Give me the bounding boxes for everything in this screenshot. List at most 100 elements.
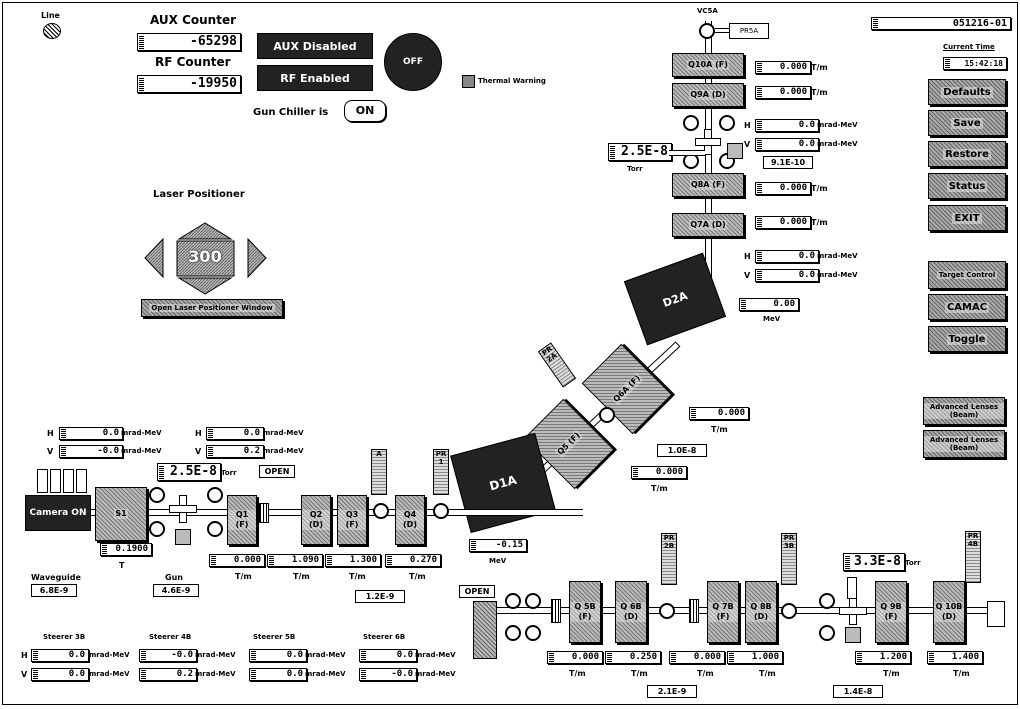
q5b-magnet[interactable]: Q 5B (F): [569, 581, 601, 643]
exit-button[interactable]: EXIT: [928, 205, 1006, 231]
target-control-button[interactable]: Target Control: [928, 261, 1006, 289]
q7b-value[interactable]: 0.000: [669, 651, 725, 664]
steerer-3b-h-value[interactable]: 0.0: [31, 649, 89, 662]
gun-chiller-toggle[interactable]: ON: [344, 100, 386, 122]
d1a-value[interactable]: -0.15: [469, 539, 527, 552]
steer2-h-value[interactable]: 0.0: [206, 427, 264, 440]
status-button[interactable]: Status: [928, 173, 1006, 199]
steerer-3b-h-unit: mrad-MeV: [89, 651, 130, 659]
q6b-value[interactable]: 0.250: [605, 651, 661, 664]
aux-status-button[interactable]: AUX Disabled: [257, 33, 373, 59]
lower-open-valve[interactable]: OPEN: [459, 585, 495, 598]
camera-on-button[interactable]: Camera ON: [25, 495, 91, 531]
steer-v-unit-2: mrad-MeV: [817, 271, 858, 279]
q4-value[interactable]: 0.270: [385, 554, 441, 567]
steerer-4b-h-value[interactable]: -0.0: [139, 649, 197, 662]
restore-button[interactable]: Restore: [928, 141, 1006, 167]
defaults-button[interactable]: Defaults: [928, 79, 1006, 105]
q9a-value[interactable]: 0.000: [755, 86, 811, 99]
pr2a-monitor[interactable]: PR 2A: [537, 342, 577, 388]
laser-arrow-pad[interactable]: [143, 221, 268, 296]
q5-value[interactable]: 0.000: [631, 466, 687, 479]
v-label-l1: V: [47, 447, 54, 456]
pr4b-monitor[interactable]: PR 4B: [965, 531, 981, 583]
q7a-magnet[interactable]: Q7A (D): [672, 213, 744, 237]
steer-h-value-2[interactable]: 0.0: [755, 250, 819, 263]
q9a-magnet[interactable]: Q9A (D): [672, 83, 744, 107]
s1-value[interactable]: 0.1900: [100, 543, 152, 556]
steerer-6b-v-value[interactable]: -0.0: [359, 668, 417, 681]
rf-counter-value: -19950: [137, 75, 241, 93]
top-valve-icon[interactable]: [699, 23, 715, 39]
steer-v-value-1[interactable]: 0.0: [755, 138, 819, 151]
q10a-magnet[interactable]: Q10A (F): [672, 53, 744, 77]
steerer-5b-v-value[interactable]: 0.0: [249, 668, 307, 681]
pr1-monitor[interactable]: PR 1: [433, 449, 449, 495]
pr3b-monitor[interactable]: PR 3B: [781, 533, 797, 585]
q9b-magnet[interactable]: Q 9B (F): [875, 581, 907, 643]
q8b-value[interactable]: 1.000: [727, 651, 783, 664]
steerer-5b-h-value[interactable]: 0.0: [249, 649, 307, 662]
toggle-button[interactable]: Toggle: [928, 326, 1006, 352]
q1-value[interactable]: 0.000: [209, 554, 265, 567]
s1-solenoid[interactable]: S1: [95, 487, 147, 541]
q10a-value[interactable]: 0.000: [755, 61, 811, 74]
camera-lamps: [37, 469, 87, 493]
waveguide-value: 6.8E-9: [31, 584, 77, 597]
steerer-6b-h-value[interactable]: 0.0: [359, 649, 417, 662]
steer2-v-value[interactable]: 0.2: [206, 445, 264, 458]
q2-value[interactable]: 1.090: [267, 554, 323, 567]
camac-button[interactable]: CAMAC: [928, 294, 1006, 320]
steer-v-value-2[interactable]: 0.0: [755, 269, 819, 282]
sensor-v1: [683, 115, 699, 131]
q7b-magnet[interactable]: Q 7B (F): [707, 581, 739, 643]
steerer-6b-h-unit: mrad-MeV: [415, 651, 456, 659]
q10b-magnet[interactable]: Q 10B (D): [933, 581, 965, 643]
q9b-value[interactable]: 1.200: [855, 651, 911, 664]
rf-status-button[interactable]: RF Enabled: [257, 65, 373, 91]
sensor-b8: [819, 625, 835, 641]
steer-h-value-1[interactable]: 0.0: [755, 119, 819, 132]
vertical-vacuum-torr: Torr: [627, 165, 643, 173]
steerer-4b-v-value[interactable]: 0.2: [139, 668, 197, 681]
q3-magnet[interactable]: Q3 (F): [337, 495, 367, 545]
pr-a-monitor[interactable]: A: [371, 449, 387, 495]
top-profile-monitor[interactable]: PR5A: [729, 23, 769, 39]
steerer-3b-h: H: [21, 651, 28, 660]
q10b-unit: T/m: [953, 669, 970, 678]
gun-pump: [175, 529, 191, 545]
q9b-unit: T/m: [883, 669, 900, 678]
sensor-diag: [599, 407, 615, 423]
steer1-v-value[interactable]: -0.0: [59, 445, 123, 458]
q4-unit: T/m: [409, 572, 426, 581]
save-button[interactable]: Save: [928, 110, 1006, 136]
q2-magnet[interactable]: Q2 (D): [301, 495, 331, 545]
d2a-value[interactable]: 0.00: [739, 298, 799, 311]
q4-magnet[interactable]: Q4 (D): [395, 495, 425, 545]
off-round-button[interactable]: OFF: [384, 33, 442, 91]
pr2b-monitor[interactable]: PR 2B: [661, 533, 677, 585]
q8a-value[interactable]: 0.000: [755, 182, 811, 195]
steerer-3b-v-value[interactable]: 0.0: [31, 668, 89, 681]
q1-magnet[interactable]: Q1 (F): [227, 495, 257, 545]
q5b-value[interactable]: 0.000: [547, 651, 603, 664]
q8b-magnet[interactable]: Q 8B (D): [745, 581, 777, 643]
h-label-1: H: [744, 121, 751, 130]
left-open-valve[interactable]: OPEN: [259, 465, 295, 478]
lower-vacuum-big: 3.3E-8: [843, 553, 905, 571]
sensor-v2: [719, 115, 735, 131]
left-vacuum-big: 2.5E-8: [157, 463, 221, 481]
open-laser-positioner-button[interactable]: Open Laser Positioner Window: [141, 299, 283, 317]
steer-h-unit-1: mrad-MeV: [817, 121, 858, 129]
advanced-lenses-button-1[interactable]: Advanced Lenses (Beam): [923, 397, 1005, 425]
q3-value[interactable]: 1.300: [325, 554, 381, 567]
steer1-h-value[interactable]: 0.0: [59, 427, 123, 440]
q10b-value[interactable]: 1.400: [927, 651, 983, 664]
q7a-value[interactable]: 0.000: [755, 216, 811, 229]
sensor-b3: [505, 625, 521, 641]
q6a-value[interactable]: 0.000: [689, 407, 749, 420]
advanced-lenses-button-2[interactable]: Advanced Lenses (Beam): [923, 430, 1005, 458]
q8a-magnet[interactable]: Q8A (F): [672, 173, 744, 197]
q6b-magnet[interactable]: Q 6B (D): [615, 581, 647, 643]
h-label-l2: H: [195, 429, 202, 438]
